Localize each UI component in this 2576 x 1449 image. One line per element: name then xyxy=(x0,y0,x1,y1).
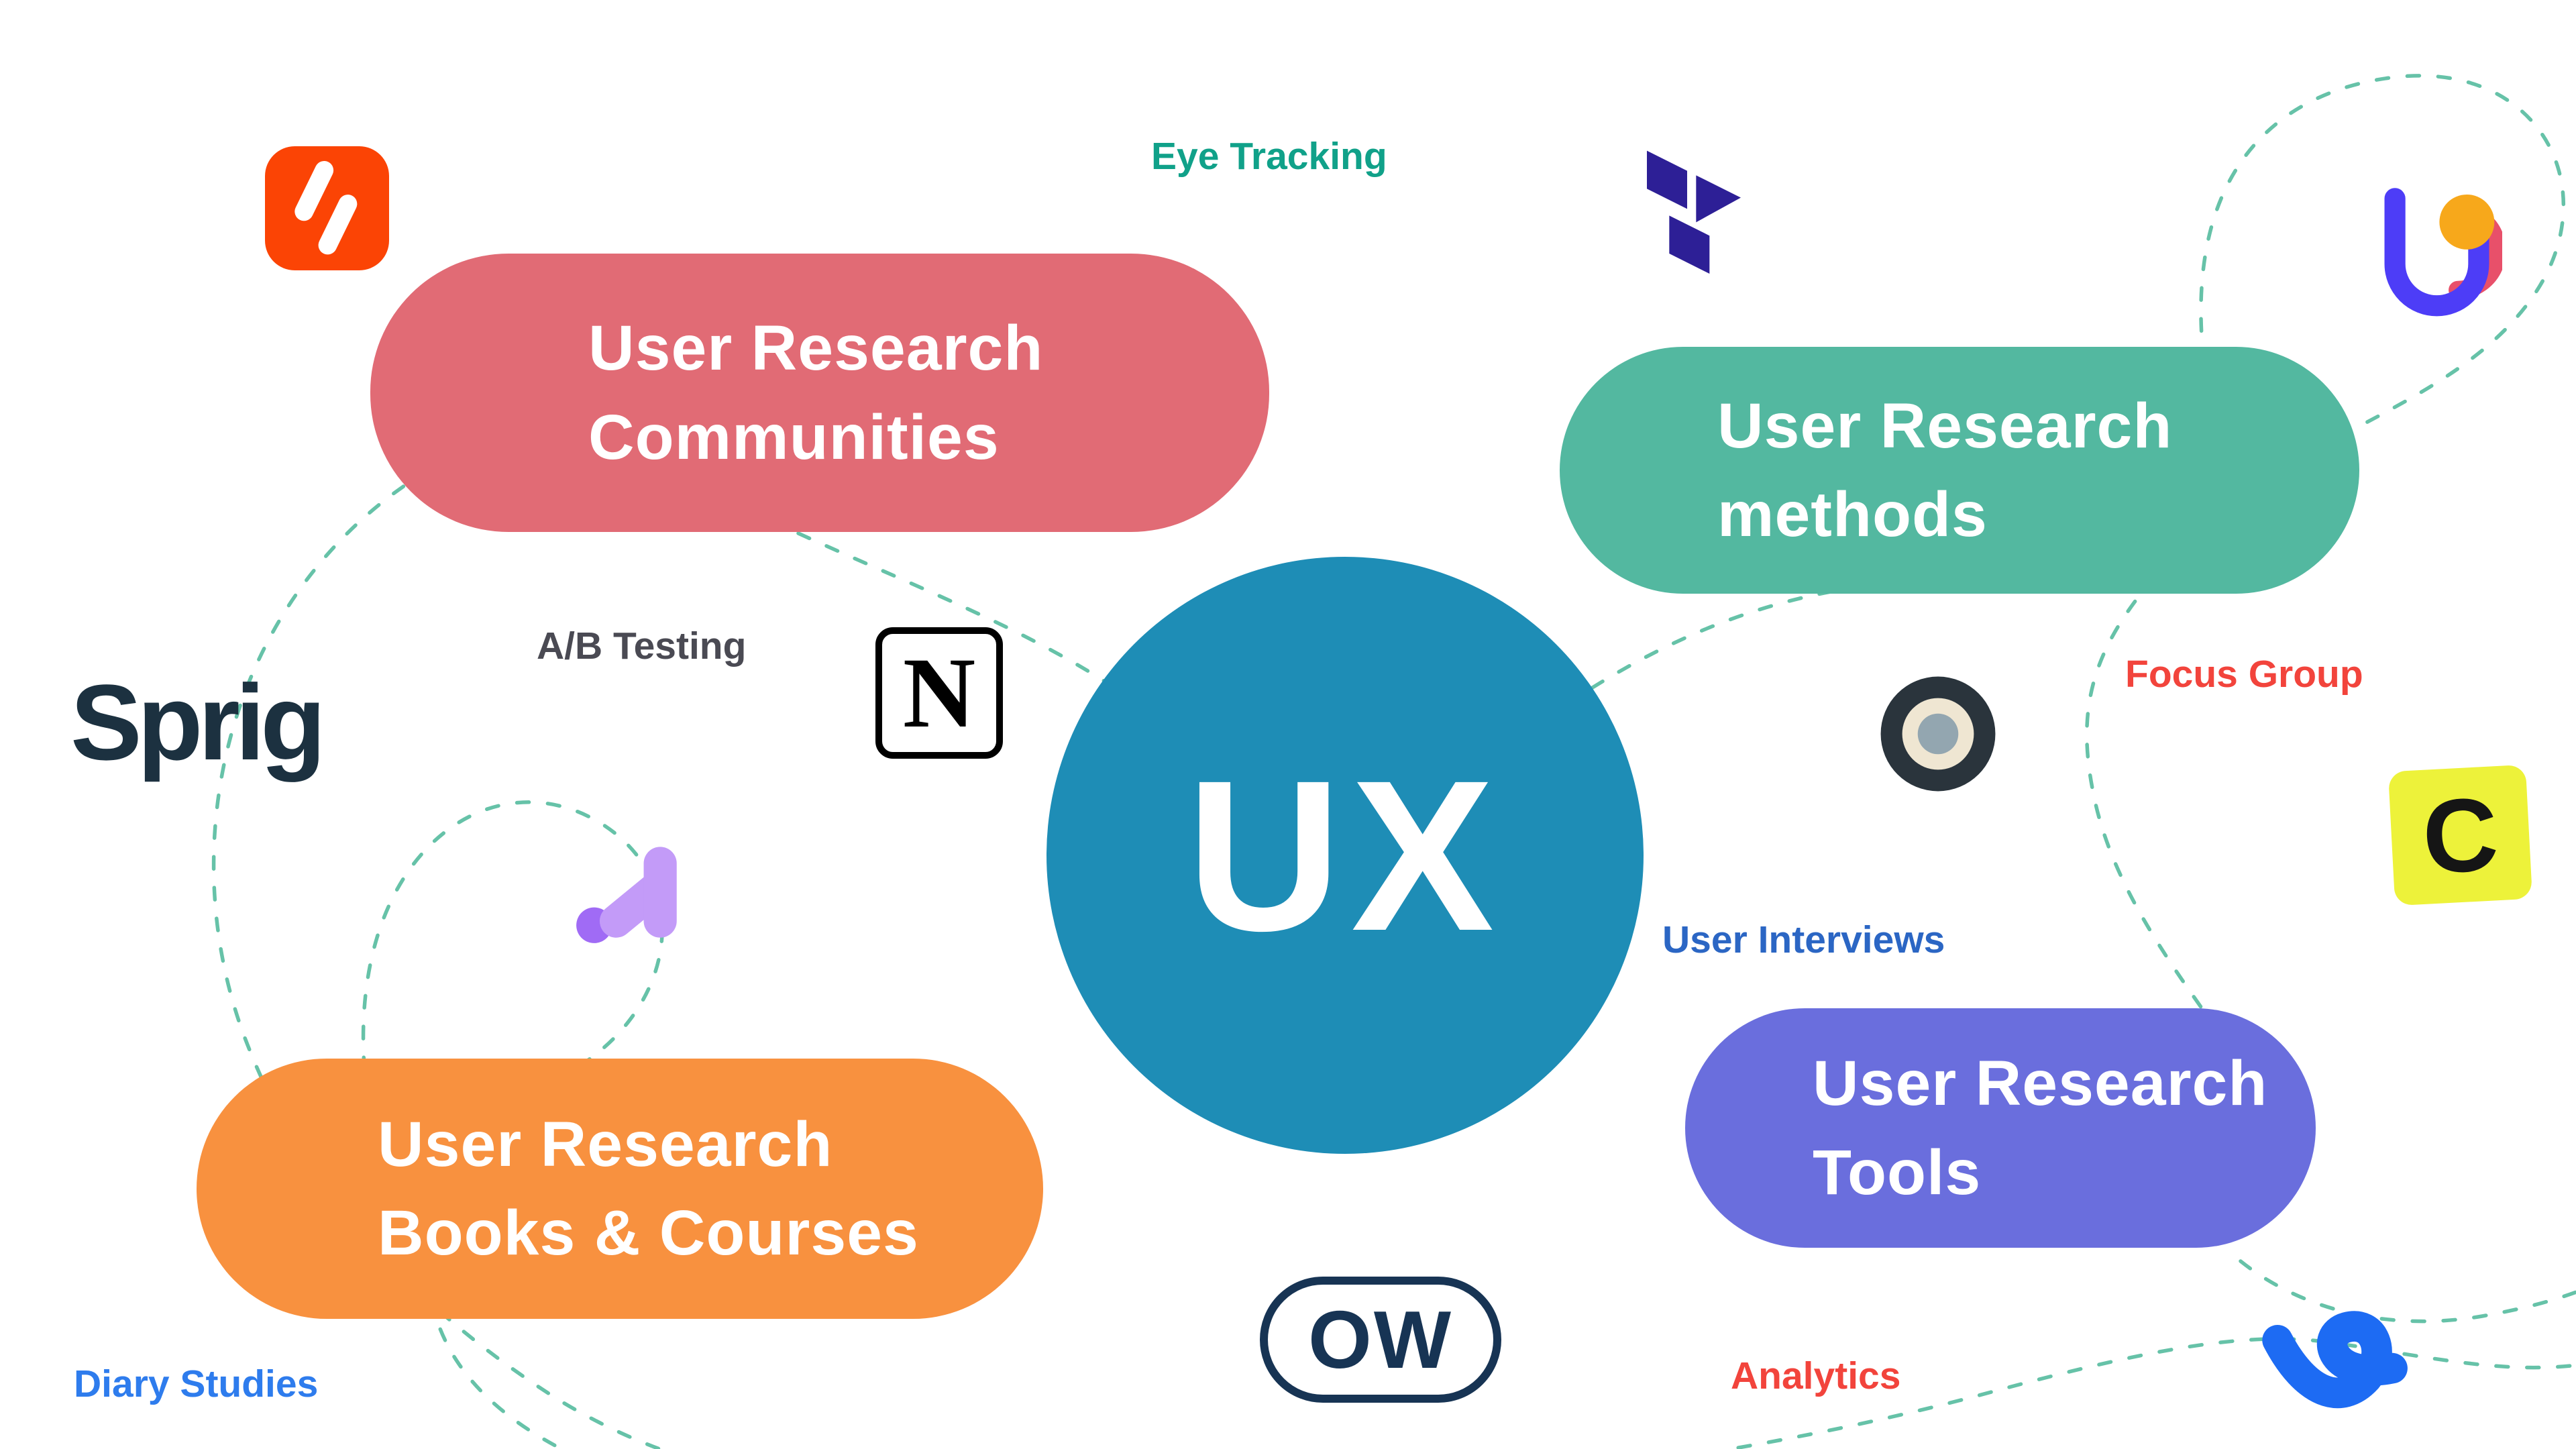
camera-lens-logo xyxy=(1878,674,1998,794)
condens-letter: C xyxy=(2420,775,2501,896)
ow-letters: OW xyxy=(1307,1294,1454,1385)
label-focus-group: Focus Group xyxy=(2125,653,2363,696)
pill-books-line2: Books & Courses xyxy=(378,1197,919,1269)
pill-books-line1: User Research xyxy=(378,1108,833,1180)
condens-logo: C xyxy=(2387,764,2533,906)
dovetail-geometric-logo xyxy=(1637,146,1751,280)
pill-communities-line1: User Research xyxy=(588,313,1044,384)
pill-user-research-books-courses: User Research Books & Courses xyxy=(197,1059,1043,1319)
label-diary-studies: Diary Studies xyxy=(74,1362,319,1405)
label-eye-tracking: Eye Tracking xyxy=(1151,135,1387,178)
pill-tools-line2: Tools xyxy=(1813,1136,1982,1208)
useberry-u-logo xyxy=(2371,188,2506,332)
pill-user-research-tools: User Research Tools xyxy=(1685,1008,2316,1248)
pill-user-research-communities: User Research Communities xyxy=(370,254,1269,532)
pill-tools-line1: User Research xyxy=(1813,1048,2268,1120)
ux-label: UX xyxy=(1186,735,1504,975)
pill-methods-line2: methods xyxy=(1717,479,1988,550)
notion-letter: N xyxy=(902,637,976,749)
label-analytics: Analytics xyxy=(1731,1354,1901,1397)
optimal-workshop-logo: OW xyxy=(1260,1277,1501,1403)
purple-arrow-logo xyxy=(574,839,711,969)
orange-slash-logo xyxy=(265,146,389,270)
notion-logo: N xyxy=(875,627,1003,759)
label-ab-testing: A/B Testing xyxy=(537,625,747,667)
pill-methods-line1: User Research xyxy=(1717,390,2173,462)
pill-user-research-methods: User Research methods xyxy=(1560,347,2359,594)
label-user-interviews: User Interviews xyxy=(1662,918,1945,961)
sprig-text: Sprig xyxy=(70,662,326,782)
pill-communities-line2: Communities xyxy=(588,401,1000,473)
blue-ribbon-logo xyxy=(2257,1287,2415,1414)
sprig-wordmark-logo: Sprig xyxy=(70,661,326,784)
ux-center-circle: UX xyxy=(1046,557,1644,1154)
